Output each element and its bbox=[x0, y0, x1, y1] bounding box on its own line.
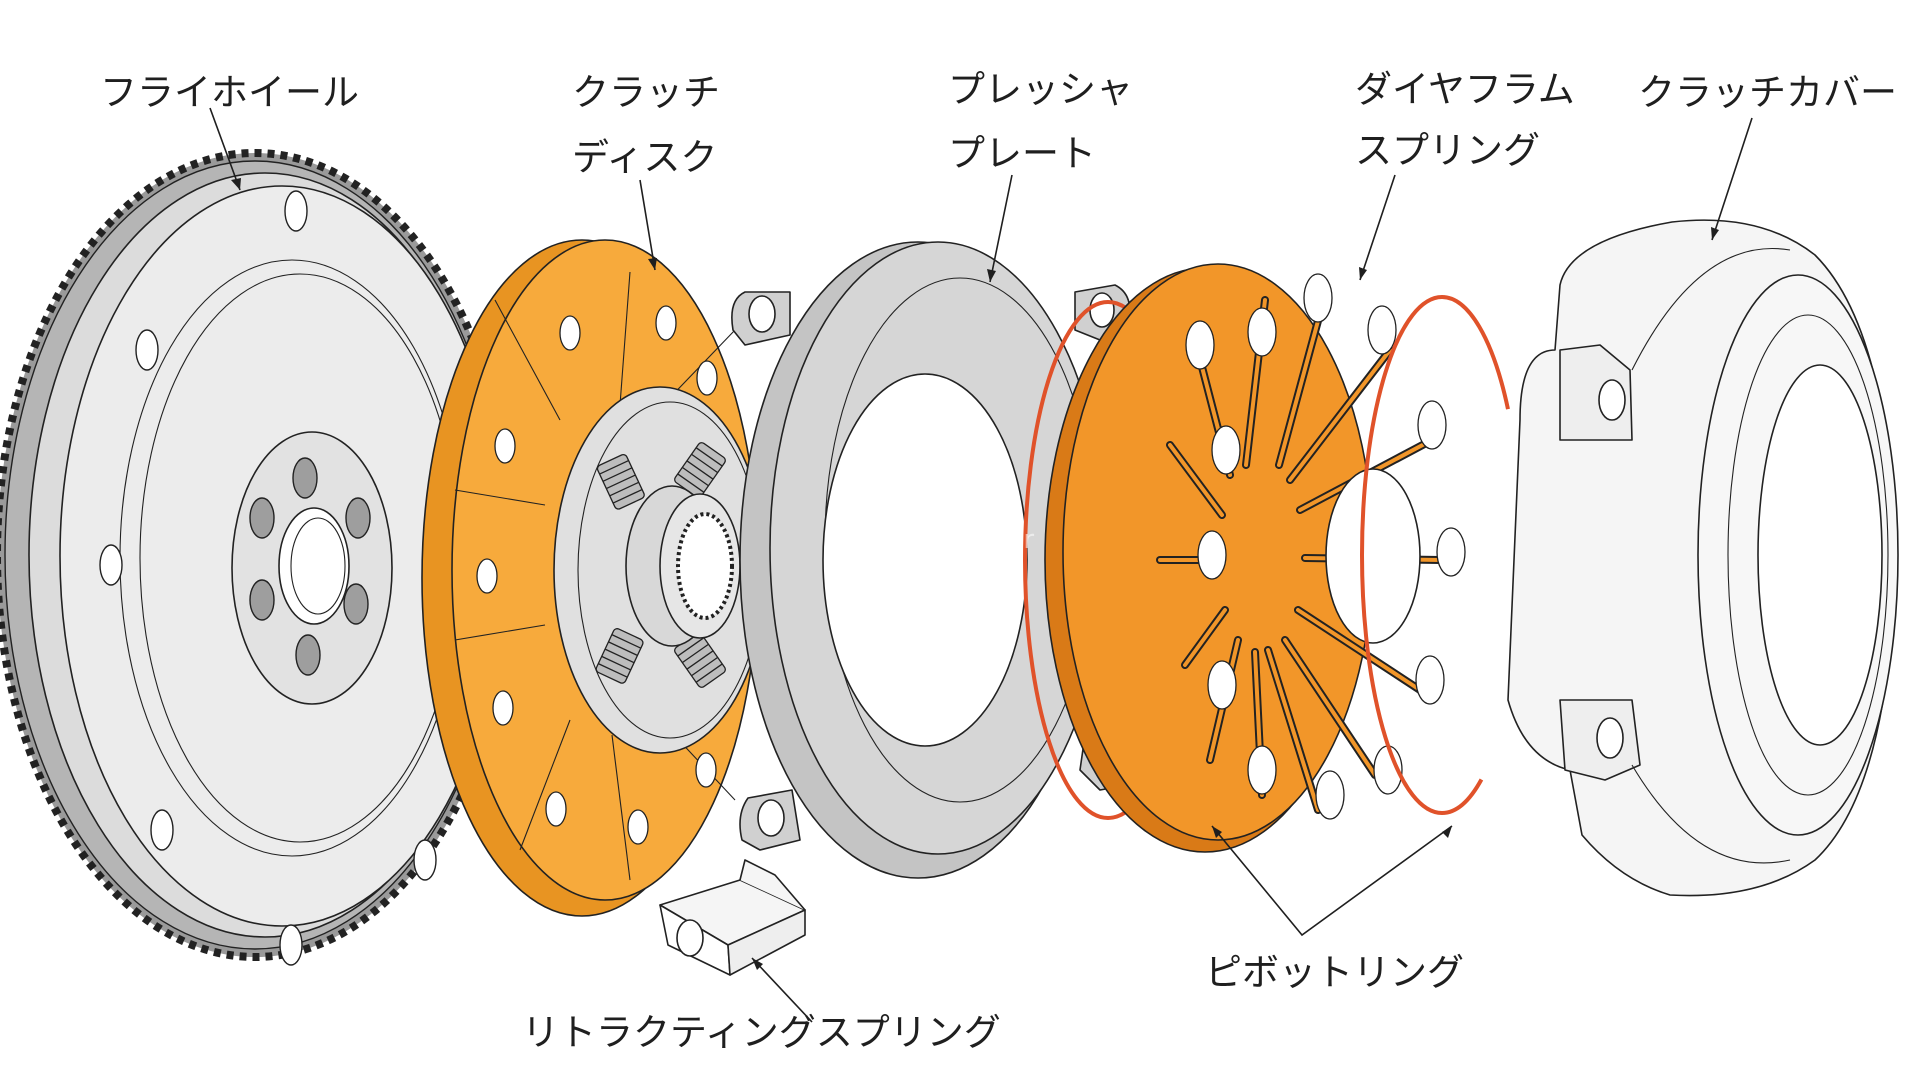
clutch-disc-rivet-holes bbox=[476, 305, 718, 845]
clutch-disc-leader bbox=[639, 179, 657, 271]
crank-bolts bbox=[249, 457, 371, 676]
diaphragm-center-bore bbox=[1325, 468, 1421, 644]
label-pressure-plate-line1: プレッシャ bbox=[948, 68, 1133, 111]
label-pressure-plate-line2: プレート bbox=[948, 132, 1096, 175]
retracting-spring-leader bbox=[751, 957, 813, 1023]
clutch-cover-leader bbox=[1711, 117, 1753, 241]
clutch-cover-opening bbox=[1757, 364, 1883, 746]
label-retracting-spring: リトラクティングスプリング bbox=[522, 1011, 1001, 1054]
clutch-cover bbox=[1507, 219, 1899, 897]
label-pivot-ring: ピボットリング bbox=[1205, 951, 1464, 994]
label-diaphragm-spring-line1: ダイヤフラム bbox=[1355, 68, 1575, 111]
leader-lines bbox=[209, 107, 1753, 1023]
diaphragm-spring-leader bbox=[1359, 174, 1396, 281]
label-diaphragm-spring-line2: スプリング bbox=[1355, 129, 1540, 172]
label-clutch-cover: クラッチカバー bbox=[1638, 71, 1897, 114]
flywheel-bolt-holes bbox=[99, 190, 437, 966]
flywheel-leader bbox=[209, 107, 241, 191]
label-clutch-disc-line1: クラッチ bbox=[572, 71, 720, 114]
labels: フライホイール クラッチ ディスク プレッシャ プレート ダイヤフラム スプリン… bbox=[100, 68, 1897, 1054]
retracting-spring bbox=[659, 859, 806, 976]
pressure-plate bbox=[731, 241, 1135, 879]
pressure-plate-bore bbox=[822, 373, 1028, 747]
pressure-plate-leader bbox=[987, 174, 1013, 283]
damper-springs bbox=[595, 442, 726, 688]
pivot-ring-leader bbox=[1211, 825, 1453, 937]
label-flywheel: フライホイール bbox=[100, 71, 359, 114]
clutch-disc bbox=[421, 239, 767, 917]
label-clutch-disc-line2: ディスク bbox=[572, 136, 717, 179]
diaphragm-spring bbox=[1044, 263, 1466, 853]
diaphragm-holes bbox=[1185, 273, 1466, 820]
flywheel bbox=[0, 149, 517, 966]
watermark: Photo by Greser bbox=[825, 525, 1034, 555]
